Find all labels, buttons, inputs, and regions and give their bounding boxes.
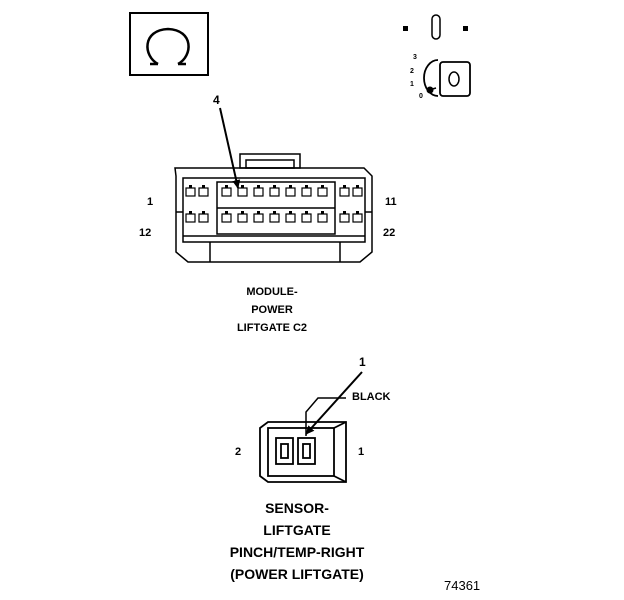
pin-cavity xyxy=(301,213,312,223)
callout-4-label: 4 xyxy=(213,93,220,107)
pin-cavity xyxy=(237,187,248,197)
sensor-connector xyxy=(259,421,347,483)
caption-line: PINCH/TEMP-RIGHT xyxy=(229,544,365,560)
pin-cavity xyxy=(339,187,350,197)
pin-terminal xyxy=(241,211,244,214)
pin-terminal xyxy=(202,185,205,188)
pin-label-11: 11 xyxy=(385,196,397,208)
pin-cavity xyxy=(317,213,328,223)
pin-terminal xyxy=(225,185,228,188)
pin-terminal xyxy=(356,211,359,214)
callout-1-label: 1 xyxy=(359,355,366,369)
pin-terminal xyxy=(225,211,228,214)
pin-label-1: 1 xyxy=(147,196,154,208)
caption-line: LIFTGATE xyxy=(263,522,331,538)
pin-cavity xyxy=(221,213,232,223)
pin-cavity xyxy=(185,187,196,197)
pin-cavity xyxy=(237,213,248,223)
ohmmeter-icon xyxy=(129,12,209,76)
pin-terminal xyxy=(189,185,192,188)
sensor-pin-label-1: 1 xyxy=(358,446,365,458)
pin-terminal xyxy=(343,211,346,214)
ignition-key-icon xyxy=(403,14,471,97)
pin-cavity xyxy=(253,213,264,223)
pin-terminal xyxy=(343,185,346,188)
pin-terminal xyxy=(273,185,276,188)
pin-terminal xyxy=(321,185,324,188)
figure-number: 74361 xyxy=(444,578,481,593)
pin-cavity xyxy=(317,187,328,197)
pin-terminal xyxy=(202,211,205,214)
callout-4-arrow xyxy=(219,107,241,189)
pin-cavity xyxy=(198,213,209,223)
caption-line: LIFTGATE C2 xyxy=(236,322,308,334)
pin-label-22: 22 xyxy=(383,227,396,239)
ignition-position-3: 3 xyxy=(413,54,417,61)
caption-line: SENSOR- xyxy=(265,500,329,516)
pin-cavity xyxy=(339,213,350,223)
pin-terminal xyxy=(289,211,292,214)
module-connector xyxy=(174,153,373,263)
wire-color-label: BLACK xyxy=(352,391,391,403)
pin-cavity xyxy=(301,187,312,197)
pin-terminal xyxy=(241,185,244,188)
pin-terminal xyxy=(257,185,260,188)
pin-terminal xyxy=(305,211,308,214)
caption-line: POWER xyxy=(251,304,293,316)
ignition-position-1: 1 xyxy=(410,81,414,88)
pin-terminal xyxy=(289,185,292,188)
caption-line: MODULE- xyxy=(246,286,298,298)
pin-terminal xyxy=(321,211,324,214)
pin-label-12: 12 xyxy=(139,227,152,239)
pin-cavity xyxy=(198,187,209,197)
pin-cavity xyxy=(352,213,363,223)
ignition-position-0: 0 xyxy=(419,93,423,100)
module-connector-caption: MODULE- POWER LIFTGATE C2 xyxy=(212,283,332,337)
callout-1-arrow xyxy=(305,371,363,435)
pin-cavity xyxy=(185,213,196,223)
sensor-connector-caption: SENSOR- LIFTGATE PINCH/TEMP-RIGHT (POWER… xyxy=(197,497,397,585)
pin-terminal xyxy=(305,185,308,188)
pin-cavity xyxy=(269,187,280,197)
pin-cavity xyxy=(285,213,296,223)
pin-cavity xyxy=(253,187,264,197)
ignition-position-2: 2 xyxy=(410,68,414,75)
caption-line: (POWER LIFTGATE) xyxy=(230,566,364,582)
pin-cavity xyxy=(285,187,296,197)
pin-terminal xyxy=(189,211,192,214)
pin-terminal xyxy=(356,185,359,188)
pin-terminal xyxy=(257,211,260,214)
black-wire-leader xyxy=(305,397,346,436)
pin-cavity xyxy=(269,213,280,223)
pin-terminal xyxy=(273,211,276,214)
module-connector-pins xyxy=(185,185,363,223)
pin-cavity xyxy=(352,187,363,197)
pin-cavity xyxy=(221,187,232,197)
sensor-pin-label-2: 2 xyxy=(235,446,242,458)
